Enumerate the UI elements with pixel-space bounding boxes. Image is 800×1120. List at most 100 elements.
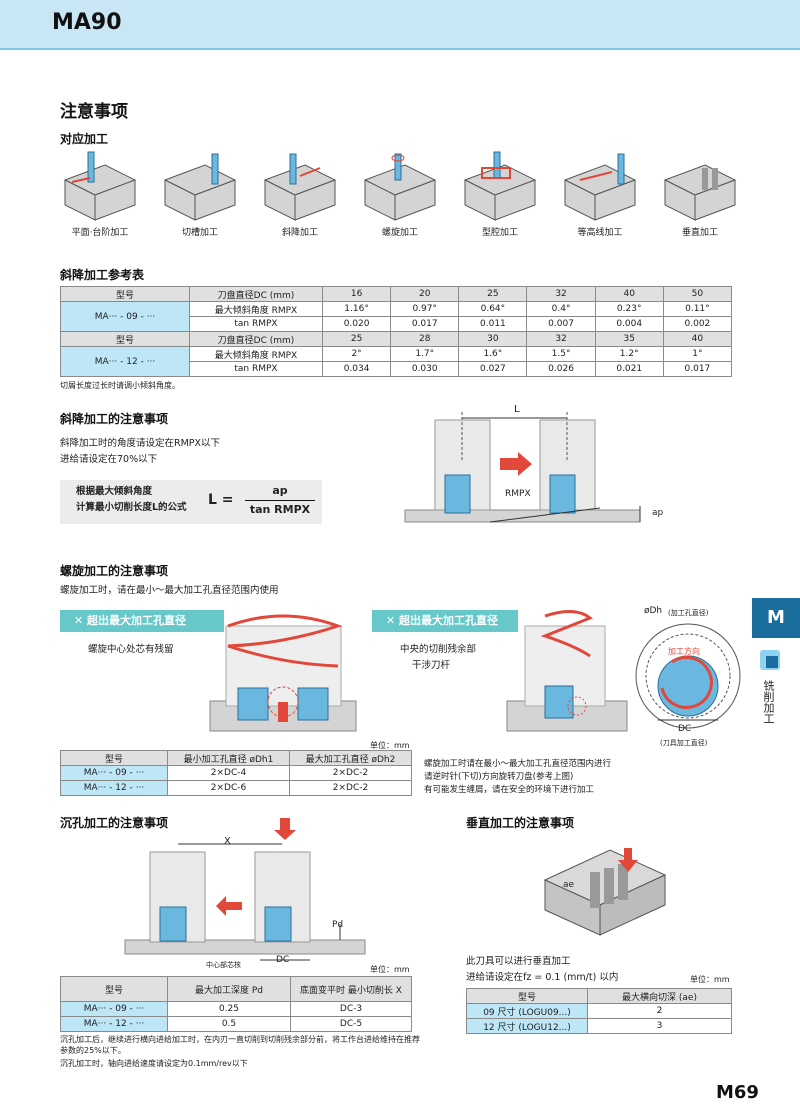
warning-badge: ✕ 超出最大加工孔直径 bbox=[60, 610, 224, 632]
cb-header: 型号 bbox=[60, 976, 168, 1002]
cell: 0.030 bbox=[390, 361, 460, 377]
cell: 16 bbox=[321, 286, 392, 302]
ramp-table-note: 切屑长度过长时请调小倾斜角度。 bbox=[60, 381, 180, 390]
cell: 30 bbox=[458, 331, 528, 347]
cell: 35 bbox=[594, 331, 664, 347]
model-cell: 09 尺寸 (LOGU09...) bbox=[466, 1003, 588, 1019]
formula-numerator: ap bbox=[272, 484, 288, 497]
cell: 0.97° bbox=[390, 301, 460, 317]
cell: 0.020 bbox=[321, 316, 392, 332]
side-tab-text: 铣削加工 bbox=[762, 680, 775, 724]
cell: 25 bbox=[458, 286, 528, 302]
page-title: 注意事项 bbox=[60, 102, 128, 122]
unit-label: 单位：mm bbox=[690, 975, 730, 984]
warning-text: 干涉刀杆 bbox=[412, 660, 451, 671]
application-label: 型腔加工 bbox=[481, 228, 518, 238]
model-cell: MA··· - 12 - ··· bbox=[60, 346, 190, 377]
cell: 25 bbox=[321, 331, 392, 347]
label-dc: DC bbox=[276, 955, 290, 965]
label-L: L bbox=[514, 404, 520, 415]
ramping-illustration bbox=[263, 153, 337, 221]
cell: 0.017 bbox=[662, 361, 733, 377]
applications-title: 对应加工 bbox=[60, 132, 109, 146]
cell: DC-3 bbox=[290, 1001, 412, 1017]
application-label: 平面·台阶加工 bbox=[71, 228, 129, 238]
ramp-note-line: 进给请设定在70%以下 bbox=[60, 454, 158, 465]
label-x: X bbox=[224, 836, 231, 847]
application-label: 切槽加工 bbox=[181, 228, 218, 238]
label-dh: øDh bbox=[644, 606, 663, 616]
cell: 40 bbox=[594, 286, 664, 302]
cell: 0.5 bbox=[167, 1016, 291, 1032]
helix-title: 螺旋加工的注意事项 bbox=[60, 564, 169, 578]
cell: 2×DC-6 bbox=[167, 780, 290, 796]
helix-header: 型号 bbox=[60, 750, 168, 766]
cell: 1.5° bbox=[526, 346, 596, 362]
cell: 1.2° bbox=[594, 346, 664, 362]
label-rmpx: RMPX bbox=[505, 489, 531, 499]
contouring-illustration bbox=[563, 153, 637, 221]
plunge-line: 此刀具可以进行垂直加工 bbox=[466, 956, 571, 967]
helix-side-note: 请逆时针(下切)方向旋转刀盘(参考上图) bbox=[424, 772, 574, 782]
cell: 3 bbox=[587, 1018, 732, 1034]
counterbore-title: 沉孔加工的注意事项 bbox=[60, 816, 169, 830]
warning-text: 中央的切削残余部 bbox=[400, 644, 477, 655]
cell: 2×DC-2 bbox=[289, 765, 412, 781]
ramp-table-title: 斜降加工参考表 bbox=[60, 268, 145, 282]
application-label: 斜降加工 bbox=[281, 228, 318, 238]
counterbore-note: 沉孔加工时，轴向进给速度请设定为0.1mm/rev以下 bbox=[60, 1059, 248, 1068]
cell: 2° bbox=[321, 346, 392, 362]
cell: 1° bbox=[662, 346, 733, 362]
cell: DC-5 bbox=[290, 1016, 412, 1032]
ramp-table: 型号 刀盘直径DC (mm) 16 20 25 32 40 50 MA··· -… bbox=[60, 286, 733, 377]
label-dc: DC bbox=[678, 724, 692, 734]
row-label: 最大倾斜角度 RMPX bbox=[189, 301, 323, 317]
plunging-illustration bbox=[663, 164, 737, 221]
page-number: M69 bbox=[716, 1082, 759, 1103]
face-milling-illustration bbox=[63, 151, 137, 221]
row-label: tan RMPX bbox=[189, 316, 323, 332]
formula-box: 根据最大倾斜角度 计算最小切削长度L的公式 L = ap tan RMPX bbox=[60, 480, 322, 524]
label-dc-note: (刀具加工直径) bbox=[660, 739, 708, 747]
warning-badge: ✕ 超出最大加工孔直径 bbox=[372, 610, 518, 632]
plunge-line: 进给请设定在fz = 0.1 (mm/t) 以内 bbox=[466, 972, 619, 983]
row-label: 刀盘直径DC (mm) bbox=[189, 331, 323, 347]
model-cell: MA··· - 12 - ··· bbox=[60, 1016, 168, 1032]
cell: 0.026 bbox=[526, 361, 596, 377]
cell: 0.23° bbox=[594, 301, 664, 317]
model-cell: MA··· - 09 - ··· bbox=[60, 301, 190, 332]
cell: 1.7° bbox=[390, 346, 460, 362]
counterbore-note: 沉孔加工后，继续进行横向进给加工时，在内刃一直切削到切削残余部分前，将工作台进给… bbox=[60, 1035, 420, 1055]
label-direction: 加工方向 bbox=[668, 647, 700, 656]
helix-warning-diagram-1 bbox=[209, 614, 357, 732]
formula-desc: 根据最大倾斜角度 bbox=[76, 486, 153, 497]
model-cell: MA··· - 12 - ··· bbox=[60, 780, 168, 796]
helix-warning-diagram-2 bbox=[506, 610, 628, 732]
application-label: 等高线加工 bbox=[577, 228, 623, 238]
ramp-diagram bbox=[404, 412, 641, 523]
pocketing-illustration bbox=[463, 151, 537, 221]
cell: 0.25 bbox=[167, 1001, 291, 1017]
milling-insert-icon bbox=[760, 650, 780, 670]
page-header: MA90 bbox=[0, 0, 800, 50]
cell: 32 bbox=[526, 286, 596, 302]
header-title: MA90 bbox=[52, 10, 122, 35]
label-dh-note: (加工孔直径) bbox=[668, 609, 709, 617]
cell: 40 bbox=[662, 331, 733, 347]
formula-desc: 计算最小切削长度L的公式 bbox=[76, 502, 187, 513]
unit-label: 单位：mm bbox=[370, 965, 410, 974]
ramp-notes-title: 斜降加工的注意事项 bbox=[60, 412, 169, 426]
helix-side-note: 螺旋加工时请在最小～最大加工孔直径范围内进行 bbox=[424, 759, 612, 769]
cell: 32 bbox=[526, 331, 596, 347]
helix-header: 最大加工孔直径 øDh2 bbox=[289, 750, 412, 766]
cell: 0.011 bbox=[458, 316, 528, 332]
helix-table: 型号 最小加工孔直径 øDh1 最大加工孔直径 øDh2 MA··· - 09 … bbox=[60, 750, 412, 796]
applications-illustrations bbox=[63, 151, 737, 221]
unit-label: 单位：mm bbox=[370, 741, 410, 750]
helix-intro: 螺旋加工时，请在最小～最大加工孔直径范围内使用 bbox=[60, 585, 279, 596]
cell: 0.021 bbox=[594, 361, 664, 377]
plunge-title: 垂直加工的注意事项 bbox=[466, 816, 575, 830]
applications-labels: 平面·台阶加工 切槽加工 斜降加工 螺旋加工 型腔加工 等高线加工 垂直加工 bbox=[50, 225, 750, 238]
cell: 2×DC-4 bbox=[167, 765, 290, 781]
cell: 2 bbox=[587, 1003, 732, 1019]
